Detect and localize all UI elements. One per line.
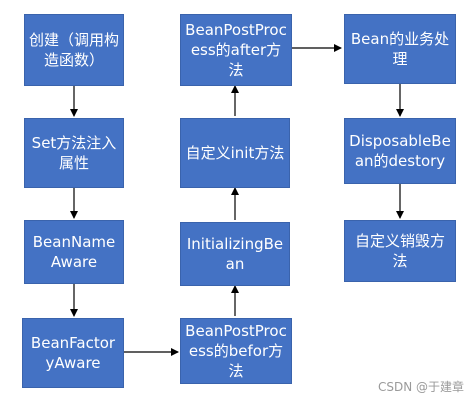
node-create: 创建（调用构造函数） — [24, 14, 124, 86]
node-initializing-bean-label: InitializingBean — [186, 235, 284, 273]
node-bean-factory-aware: BeanFactoryAware — [22, 318, 124, 388]
node-disposable-bean-label: DisposableBean的destory — [349, 132, 451, 170]
node-post-before-label: BeanPostProcess的befor方法 — [185, 322, 287, 380]
node-post-after: BeanPostProcess的after方法 — [180, 14, 292, 86]
node-post-after-label: BeanPostProcess的after方法 — [185, 21, 287, 79]
node-set-props-label: Set方法注入属性 — [31, 134, 117, 172]
watermark: CSDN @于建章 — [377, 380, 464, 394]
node-custom-init: 自定义init方法 — [180, 118, 290, 188]
node-initializing-bean: InitializingBean — [180, 222, 290, 286]
node-set-props: Set方法注入属性 — [24, 118, 124, 188]
node-custom-destroy: 自定义销毁方法 — [344, 220, 456, 282]
node-bean-name-aware: BeanNameAware — [24, 220, 124, 284]
node-business-label: Bean的业务处理 — [350, 30, 450, 68]
node-disposable-bean: DisposableBean的destory — [344, 118, 456, 184]
node-bean-factory-aware-label: BeanFactoryAware — [30, 334, 116, 372]
node-create-label: 创建（调用构造函数） — [29, 31, 120, 69]
node-bean-name-aware-label: BeanNameAware — [32, 233, 116, 271]
node-post-before: BeanPostProcess的befor方法 — [180, 318, 292, 384]
node-custom-init-label: 自定义init方法 — [185, 144, 285, 162]
node-business: Bean的业务处理 — [344, 14, 456, 84]
node-custom-destroy-label: 自定义销毁方法 — [354, 232, 445, 270]
